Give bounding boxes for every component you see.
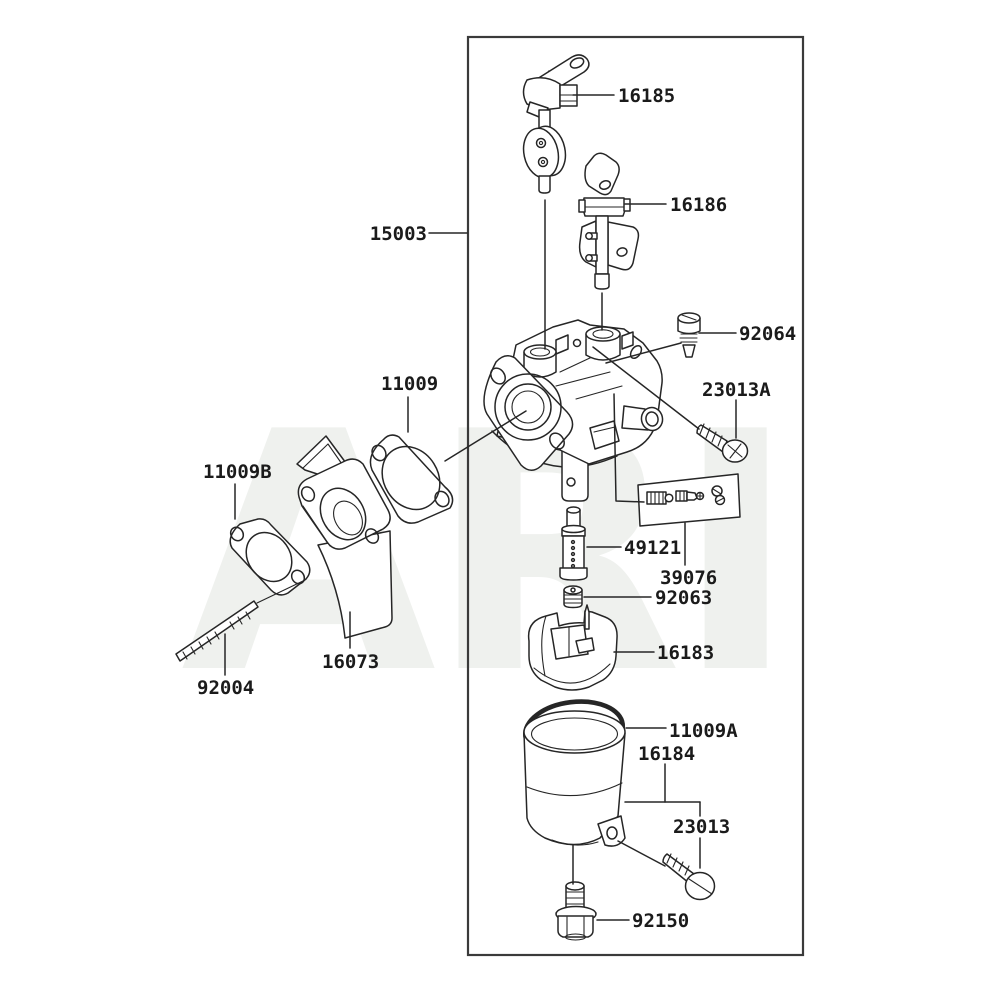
part-label-11009a: 11009A xyxy=(669,720,738,742)
part-label-11009: 11009 xyxy=(381,373,438,395)
part-drawing-16183-float xyxy=(527,604,618,691)
part-drawing-23013-screw xyxy=(662,853,716,901)
part-label-39076: 39076 xyxy=(660,567,717,589)
part-label-15003: 15003 xyxy=(370,223,427,245)
part-label-49121: 49121 xyxy=(624,537,681,559)
part-label-16186: 16186 xyxy=(670,194,727,216)
part-label-16184: 16184 xyxy=(638,743,695,765)
part-drawing-92063-jet xyxy=(563,585,583,609)
part-drawing-carburetor-body xyxy=(483,319,664,502)
part-label-11009b: 11009B xyxy=(203,461,272,483)
part-label-92064: 92064 xyxy=(739,323,796,345)
part-drawing-11009b-gasket xyxy=(229,518,311,596)
part-drawing-23013a-screw xyxy=(696,423,749,463)
part-label-16183: 16183 xyxy=(657,642,714,664)
part-label-16073: 16073 xyxy=(322,651,379,673)
part-drawing-49121-needle-jet xyxy=(559,506,588,581)
part-drawing-92064-pilot-screw xyxy=(677,312,701,358)
part-label-23013: 23013 xyxy=(673,816,730,838)
part-drawing-92004-stud xyxy=(175,600,259,662)
part-drawing-16185-choke-lever xyxy=(522,54,590,194)
part-label-92150: 92150 xyxy=(632,910,689,932)
part-drawing-39076-kit xyxy=(637,473,741,527)
part-label-16185: 16185 xyxy=(618,85,675,107)
part-labels: 15003 16185 16186 92064 23013A 11009 110… xyxy=(197,85,796,932)
part-drawing-11009-gasket xyxy=(369,434,454,524)
part-drawing-16073-insulator xyxy=(296,435,393,639)
leader-lines xyxy=(224,94,737,921)
part-drawing-92150-drain-bolt xyxy=(555,881,597,941)
part-drawing-16186-throttle-shaft xyxy=(578,152,640,290)
part-label-92004: 92004 xyxy=(197,677,254,699)
part-label-23013a: 23013A xyxy=(702,379,771,401)
assembly-frame-box xyxy=(466,35,805,957)
part-drawing-16184-float-bowl xyxy=(523,710,626,847)
part-label-92063: 92063 xyxy=(655,587,712,609)
